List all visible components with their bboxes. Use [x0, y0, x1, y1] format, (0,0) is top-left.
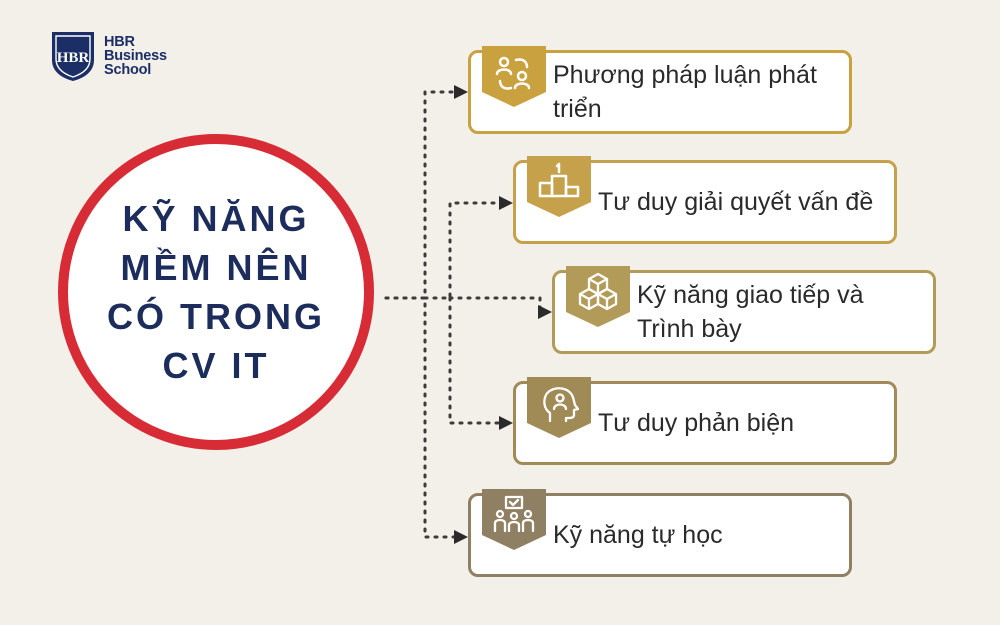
logo: HBR HBR Business School [50, 30, 167, 82]
skill-label: Kỹ năng giao tiếp và Trình bày [637, 281, 864, 343]
head-person-icon [527, 377, 591, 438]
logo-shield-icon: HBR [52, 32, 94, 81]
skill-card-critical-thinking: Tư duy phản biện [513, 377, 897, 465]
team-cycle-icon [482, 46, 546, 107]
center-title: KỸ NĂNG MỀM NÊN CÓ TRONG CV IT [107, 198, 325, 386]
logo-monogram: HBR [57, 50, 90, 66]
skill-card-problem-solving: Tư duy giải quyết vấn đề [513, 156, 897, 244]
logo-line-1: HBR [104, 34, 135, 50]
skill-card-communication-presentation: Kỹ năng giao tiếp và Trình bày [552, 266, 936, 354]
skill-label: Tư duy giải quyết vấn đề [598, 188, 874, 216]
podium-icon [527, 156, 591, 217]
boxes-icon [566, 266, 630, 327]
skill-label: Phương pháp luận phát triển [553, 61, 817, 123]
logo-text: HBR Business School [104, 34, 167, 78]
logo-line-2: Business [104, 48, 167, 64]
center-circle: KỸ NĂNG MỀM NÊN CÓ TRONG CV IT [58, 134, 374, 450]
skill-card-development-methodology: Phương pháp luận phát triển [468, 46, 852, 134]
skill-label: Tư duy phản biện [598, 409, 795, 437]
logo-line-3: School [104, 62, 152, 78]
skill-label: Kỹ năng tự học [553, 521, 723, 549]
skill-card-self-learning: Kỹ năng tự học [468, 489, 852, 577]
self-learning-icon [482, 489, 546, 550]
